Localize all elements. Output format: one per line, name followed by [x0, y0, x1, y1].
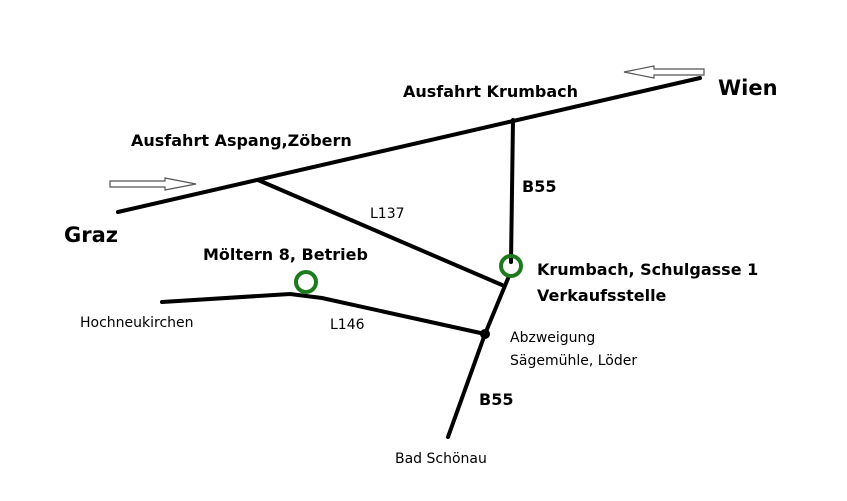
label-road-l146: L146: [330, 317, 365, 333]
label-road-b55-lower: B55: [479, 390, 514, 409]
label-wien: Wien: [718, 76, 778, 100]
road-b55-upper: [509, 118, 515, 264]
label-ausfahrt-krumbach: Ausfahrt Krumbach: [403, 82, 579, 101]
label-bad-schoenau: Bad Schönau: [395, 451, 487, 467]
circle-marker-icon: [499, 254, 523, 278]
road-l146: [160, 291, 487, 336]
label-krumbach-line2: Verkaufsstelle: [537, 286, 667, 305]
label-abzweigung-line2: Sägemühle, Löder: [510, 353, 638, 369]
label-moeltern: Möltern 8, Betrieb: [203, 245, 368, 264]
label-abzweigung-line1: Abzweigung: [510, 330, 596, 346]
circle-marker-icon: [294, 270, 318, 294]
road-b55-lower: [483, 274, 511, 336]
road-b55-south: [446, 332, 487, 439]
label-hochneukirchen: Hochneukirchen: [80, 315, 194, 331]
motorway: [116, 76, 702, 214]
label-road-b55-upper: B55: [522, 177, 557, 196]
label-graz: Graz: [64, 223, 118, 247]
label-road-l137: L137: [370, 206, 405, 222]
arrow-right-icon: [109, 177, 197, 191]
label-ausfahrt-aspang: Ausfahrt Aspang,Zöbern: [131, 131, 352, 150]
dot-icon: [480, 329, 490, 339]
arrow-left-icon: [623, 65, 705, 79]
road-l137: [256, 178, 504, 287]
label-krumbach-line1: Krumbach, Schulgasse 1: [537, 260, 759, 279]
